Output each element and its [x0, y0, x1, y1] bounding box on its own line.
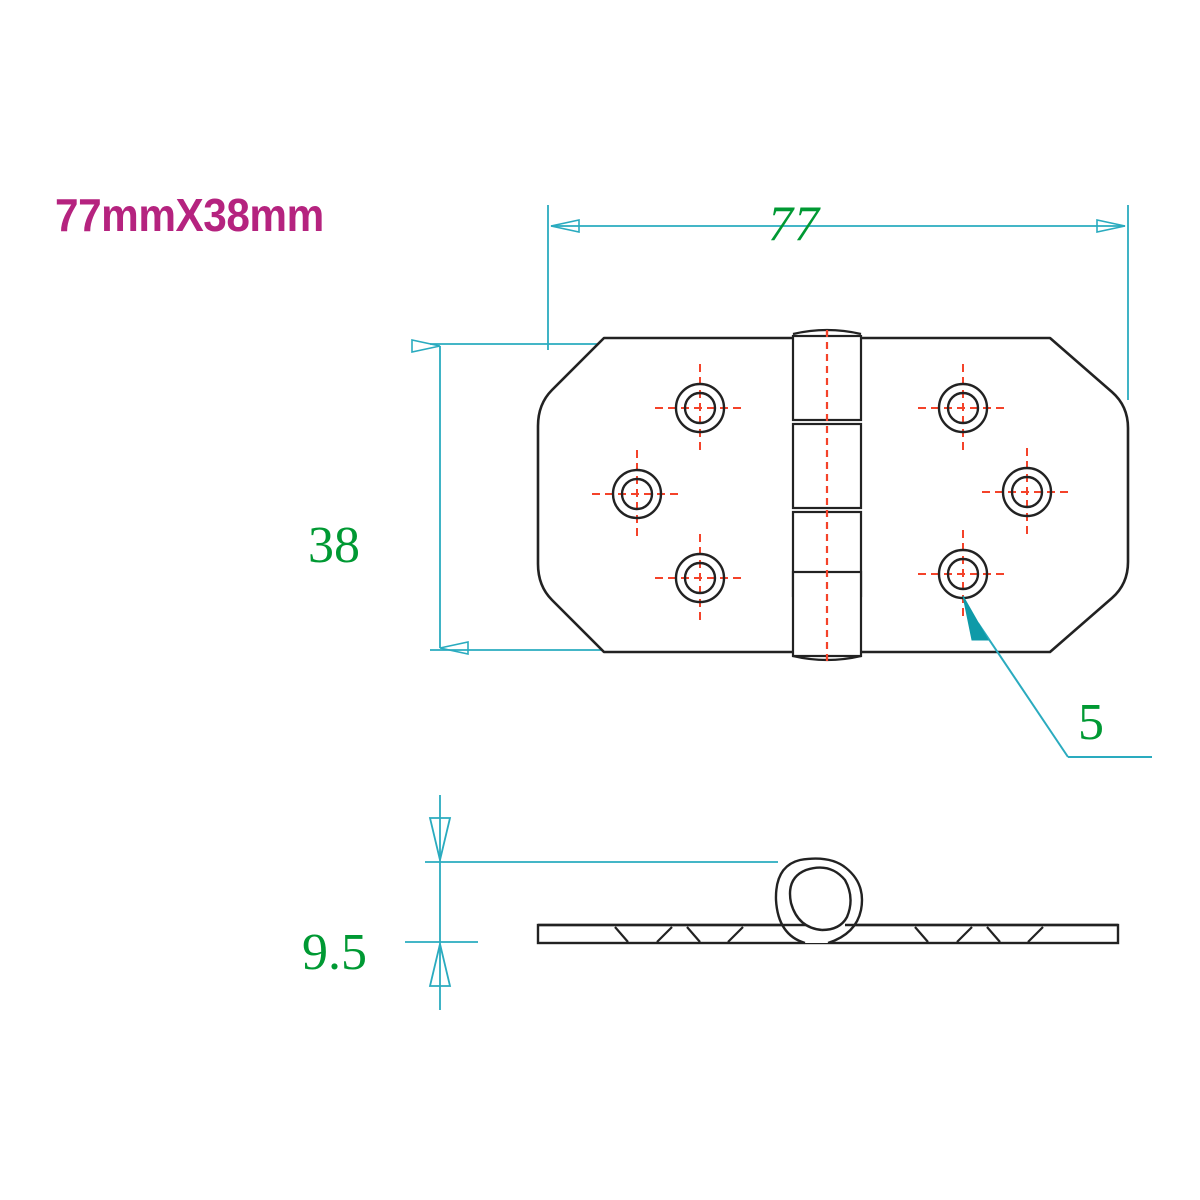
- leader-slant-line: [977, 622, 1069, 758]
- countersink-marks-left: [614, 926, 744, 943]
- hole-inner-circle: [683, 561, 717, 595]
- chamfer-mark: [914, 926, 929, 943]
- dimension-label-thickness: 9.5: [302, 924, 367, 981]
- chamfer-mark: [727, 926, 744, 943]
- screw-hole-middle-right: [982, 448, 1072, 537]
- leader-arrow-icon: [962, 595, 989, 641]
- hole-outer-circle: [674, 552, 726, 604]
- hole-inner-circle: [946, 557, 980, 591]
- chamfer-mark: [986, 926, 1001, 943]
- chamfer-mark: [656, 926, 673, 943]
- screw-hole-upper-left: [655, 364, 745, 453]
- hole-outer-circle: [611, 468, 663, 520]
- screw-hole-upper-right: [918, 364, 1008, 453]
- plan-view: [536, 328, 1130, 662]
- drawing-title: 77mmX38mm: [55, 189, 324, 241]
- dimension-label-hole-diameter: 5: [1078, 694, 1104, 751]
- chamfer-mark: [1027, 926, 1044, 943]
- leader-hole-diameter-5: [962, 595, 1152, 758]
- side-knuckle-inner: [788, 866, 852, 932]
- hole-inner-circle: [683, 391, 717, 425]
- chamfer-mark: [614, 926, 629, 943]
- thickness-arrow-down-icon: [428, 943, 452, 987]
- chamfer-mark: [686, 926, 701, 943]
- hole-outer-circle: [1001, 466, 1053, 518]
- hole-inner-circle: [1010, 475, 1044, 509]
- side-view: [536, 857, 1120, 945]
- hole-outer-circle: [674, 382, 726, 434]
- dimension-thickness-9-5: [405, 795, 778, 1010]
- chamfer-mark: [956, 926, 973, 943]
- countersink-marks-right: [914, 926, 1044, 943]
- hole-outer-circle: [937, 382, 989, 434]
- hole-inner-circle: [620, 477, 654, 511]
- dimension-label-height: 38: [308, 517, 360, 574]
- dimension-label-width: 77: [768, 195, 820, 251]
- thickness-arrow-up-icon: [428, 817, 452, 861]
- hinge-knuckle-barrel: [791, 328, 863, 662]
- hole-inner-circle: [946, 391, 980, 425]
- screw-hole-middle-left: [592, 450, 682, 539]
- screw-hole-lower-left: [655, 534, 745, 623]
- dimension-width-77: [547, 205, 1129, 400]
